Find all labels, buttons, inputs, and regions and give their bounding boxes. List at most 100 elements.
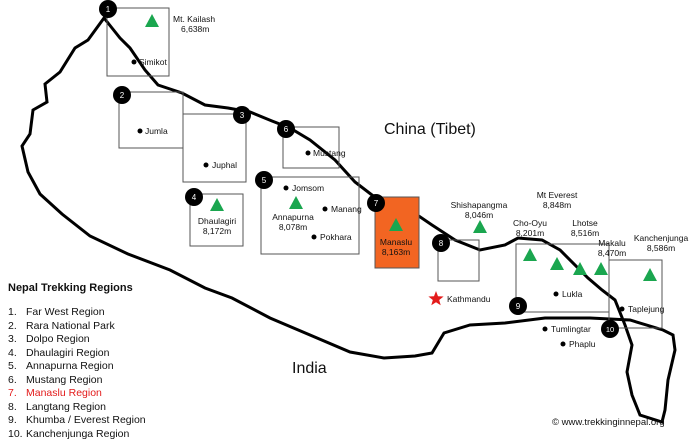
- peak-icon-shishapangma: [473, 220, 487, 233]
- legend-item: 10.Kanchenjunga Region: [8, 428, 146, 442]
- peak-name: Manaslu: [379, 237, 413, 247]
- legend-item: 4. Dhaulagiri Region: [8, 347, 146, 361]
- town-label-jomsom: Jomsom: [292, 183, 325, 193]
- region-marker-6: 6: [284, 125, 289, 134]
- peak-height: 8,172m: [202, 226, 232, 236]
- legend-item: 8. Langtang Region: [8, 401, 146, 415]
- legend-item-name: Khumba / Everest Region: [26, 414, 146, 426]
- legend-item: 1. Far West Region: [8, 306, 146, 320]
- peak-height: 8,516m: [570, 228, 600, 238]
- town-label-phaplu: Phaplu: [569, 339, 596, 349]
- region-marker-10: 10: [606, 325, 614, 334]
- legend-title: Nepal Trekking Regions: [8, 282, 133, 294]
- legend-item: 5.Annapurna Region: [8, 360, 146, 374]
- town-dot-simikot: [131, 59, 137, 65]
- peak-name: Mt. Kailash: [173, 14, 216, 24]
- legend-item-highlighted: 7. Manaslu Region: [8, 387, 146, 401]
- legend-item-number: 3.: [8, 333, 17, 345]
- legend-item-name: Far West Region: [26, 306, 105, 318]
- peak-name: Lhotse: [572, 218, 598, 228]
- peak-icon-kailash: [145, 14, 159, 27]
- peak-label-annapurna: Annapurna 8,078m: [272, 212, 314, 232]
- legend-item-name: Dolpo Region: [26, 333, 90, 345]
- peak-name: Annapurna: [272, 212, 314, 222]
- legend-item-name: Rara National Park: [26, 319, 115, 332]
- legend-item-name: Langtang Region: [26, 400, 106, 413]
- region-box-1: [106, 7, 170, 77]
- region-marker-5: 5: [262, 176, 267, 185]
- town-dot-phaplu: [560, 341, 566, 347]
- peak-markers: [145, 14, 657, 281]
- town-label-mustang: Mustang: [313, 148, 346, 158]
- region-box-3: [182, 113, 247, 183]
- town-label-kathmandu: Kathmandu: [447, 294, 491, 304]
- region-box-4: [189, 193, 244, 247]
- peak-label-lhotse: Lhotse 8,516m: [571, 218, 599, 238]
- legend-item-name: Mustang Region: [26, 373, 103, 386]
- region-box-5: [260, 176, 360, 255]
- legend-item-name: Annapurna Region: [26, 360, 114, 372]
- town-label-manang: Manang: [331, 204, 362, 214]
- legend-item-name: Manaslu Region: [26, 387, 102, 399]
- peak-height: 8,163m: [381, 247, 411, 257]
- peak-label-cho-oyu: Cho-Oyu 8,201m: [513, 218, 547, 238]
- town-label-tumlingtar: Tumlingtar: [551, 324, 591, 334]
- capital-star-icon: [428, 291, 444, 306]
- legend-item-number: 8.: [8, 400, 17, 413]
- peak-label-everest: Mt Everest 8,848m: [537, 190, 578, 210]
- town-label-jumla: Jumla: [145, 126, 168, 136]
- town-label-simikot: Simikot: [139, 57, 167, 67]
- region-marker-3: 3: [240, 111, 245, 120]
- region-marker-4: 4: [192, 193, 197, 202]
- peak-label-kailash: Mt. Kailash 6,638m: [173, 14, 215, 34]
- copyright-text[interactable]: © www.trekkinginnepal.org: [552, 417, 665, 428]
- legend-item-name: Dhaulagiri Region: [26, 346, 110, 359]
- region-marker-8: 8: [439, 239, 444, 248]
- region-marker-2: 2: [120, 91, 125, 100]
- peak-icon-annapurna: [289, 196, 303, 209]
- region-marker-9: 9: [516, 302, 521, 311]
- peak-icon-everest: [550, 257, 564, 270]
- region-box-10: [608, 259, 663, 329]
- legend-item-number: 9.: [8, 414, 17, 426]
- region-marker-7: 7: [374, 199, 379, 208]
- peak-height: 8,586m: [646, 243, 676, 253]
- town-dot-mustang: [305, 150, 311, 156]
- legend-item-number: 2.: [8, 319, 17, 332]
- peak-label-shishapangma: Shishapangma 8,046m: [451, 200, 508, 220]
- peak-name: Mt Everest: [536, 190, 578, 200]
- legend-item: 3. Dolpo Region: [8, 333, 146, 347]
- peak-height: 6,638m: [181, 24, 210, 34]
- region-marker-1: 1: [106, 5, 111, 14]
- town-dot-lukla: [553, 291, 559, 297]
- region-boxes: [106, 7, 663, 329]
- peak-icon-manaslu: [389, 218, 403, 231]
- peak-label-makalu: Makalu 8,470m: [598, 238, 626, 258]
- legend-item-number: 1.: [8, 306, 17, 318]
- legend-item: 6. Mustang Region: [8, 374, 146, 388]
- legend: Nepal Trekking Regions 1. Far West Region…: [8, 282, 146, 441]
- peak-name: Makalu: [598, 238, 626, 248]
- legend-item-number: 7.: [8, 387, 17, 399]
- peak-icon-cho-oyu: [523, 248, 537, 261]
- town-dot-pokhara: [311, 234, 317, 240]
- legend-item-number: 4.: [8, 346, 17, 359]
- town-label-pokhara: Pokhara: [320, 232, 352, 242]
- legend-item: 9. Khumba / Everest Region: [8, 414, 146, 428]
- peak-icon-lhotse: [573, 262, 587, 275]
- legend-item-number: 6.: [8, 373, 17, 386]
- peak-height: 8,470m: [597, 248, 627, 258]
- peak-icon-kanchenjunga: [643, 268, 657, 281]
- peak-name: Dhaulagiri: [197, 216, 237, 226]
- town-dots: [131, 59, 625, 347]
- peak-name: Shishapangma: [450, 200, 508, 210]
- town-dot-manang: [322, 206, 328, 212]
- town-label-juphal: Juphal: [212, 160, 238, 170]
- town-label-lukla: Lukla: [562, 289, 583, 299]
- peak-name: Cho-Oyu: [512, 218, 548, 228]
- region-box-8: [437, 239, 480, 282]
- town-dot-tumlingtar: [542, 326, 548, 332]
- peak-height: 8,046m: [464, 210, 494, 220]
- peak-icon-makalu: [594, 262, 608, 275]
